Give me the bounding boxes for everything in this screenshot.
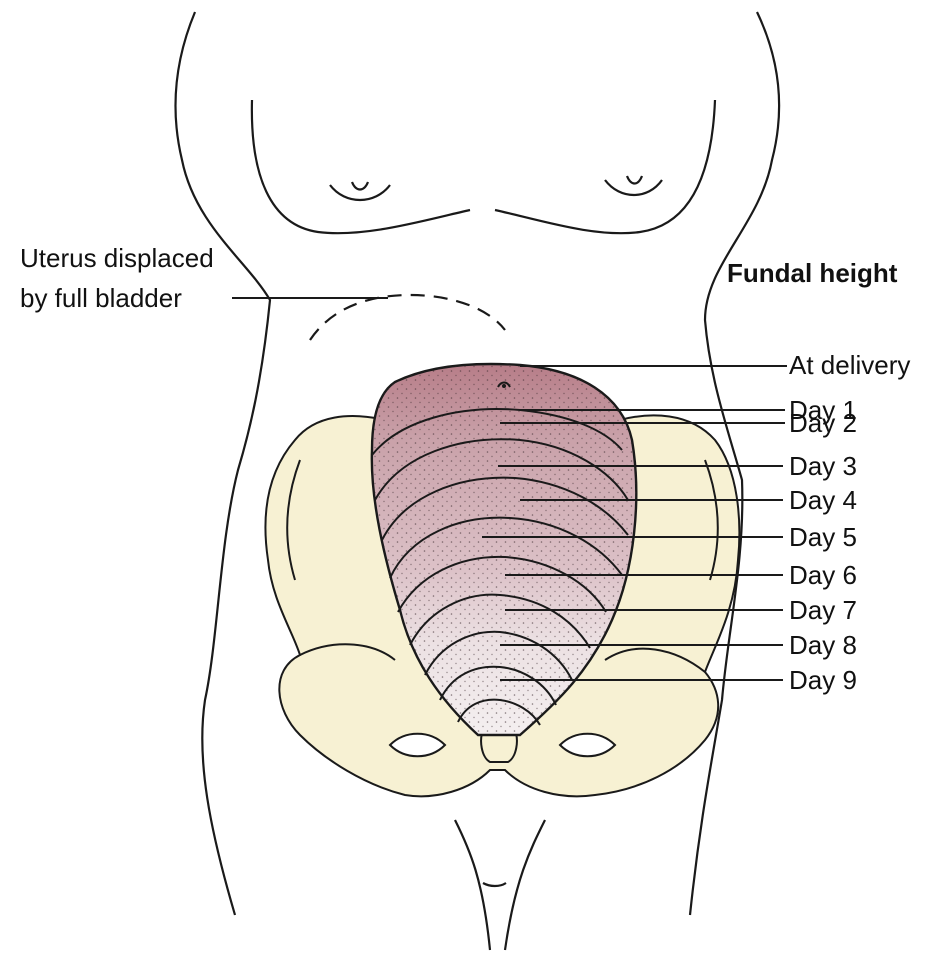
fundal-height-title: Fundal height [727, 258, 897, 289]
fundal-label-day-7: Day 7 [789, 597, 857, 623]
fundal-label-day-4: Day 4 [789, 487, 857, 513]
fundal-label-at-delivery: At delivery [789, 352, 910, 378]
fundal-label-day-2: Day 2 [789, 410, 857, 436]
fundal-label-day-6: Day 6 [789, 562, 857, 588]
fundal-label-day-9: Day 9 [789, 667, 857, 693]
bladder-label-line-1: Uterus displaced [20, 244, 214, 272]
breast-outlines [252, 100, 715, 233]
fundal-label-day-8: Day 8 [789, 632, 857, 658]
displaced-uterus-outline [310, 295, 505, 340]
bladder-label-line-2: by full bladder [20, 284, 182, 312]
fundal-label-day-5: Day 5 [789, 524, 857, 550]
fundal-label-day-3: Day 3 [789, 453, 857, 479]
